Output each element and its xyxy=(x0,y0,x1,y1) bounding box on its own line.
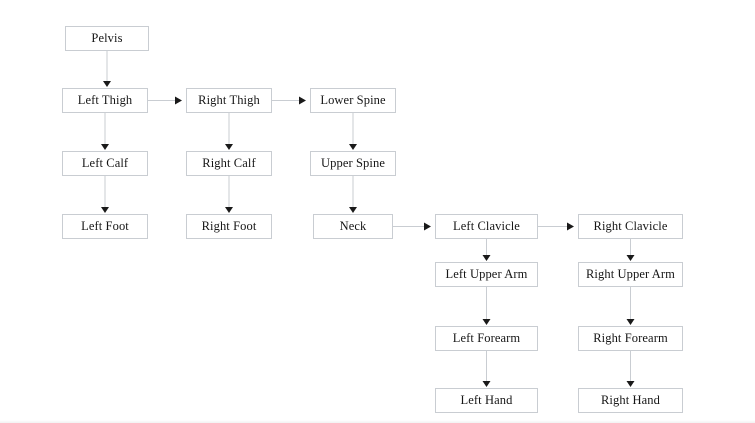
edge-left_thigh-to-left_calf-arrowhead xyxy=(101,144,109,150)
node-label: Right Clavicle xyxy=(593,219,668,234)
node-label: Right Upper Arm xyxy=(586,267,675,282)
node-right_calf[interactable]: Right Calf xyxy=(186,151,272,176)
edge-right_upper_arm-to-right_forearm-arrowhead xyxy=(626,319,635,325)
node-right_upper_arm[interactable]: Right Upper Arm xyxy=(578,262,683,287)
edge-pelvis-to-left_thigh-arrowhead xyxy=(103,81,111,87)
edge-right_clavicle-to-right_upper_arm-arrowhead xyxy=(626,255,635,261)
edge-left_clavicle-to-right_clavicle-arrowhead xyxy=(567,222,574,231)
node-right_hand[interactable]: Right Hand xyxy=(578,388,683,413)
node-label: Right Forearm xyxy=(593,331,668,346)
node-right_forearm[interactable]: Right Forearm xyxy=(578,326,683,351)
node-label: Left Forearm xyxy=(452,331,521,346)
edge-right_thigh-to-right_calf-arrowhead xyxy=(225,144,233,150)
bottom-edge-shadow xyxy=(0,420,755,423)
edge-upper_spine-to-neck-arrowhead xyxy=(349,207,357,213)
node-label: Right Hand xyxy=(601,393,660,408)
node-label: Left Clavicle xyxy=(453,219,520,234)
node-label: Right Calf xyxy=(202,156,256,171)
node-right_foot[interactable]: Right Foot xyxy=(186,214,272,239)
node-label: Left Upper Arm xyxy=(445,267,528,282)
node-left_clavicle[interactable]: Left Clavicle xyxy=(435,214,538,239)
edge-right_forearm-to-right_hand-arrowhead xyxy=(626,381,635,387)
edge-left_thigh-to-right_thigh-arrowhead xyxy=(175,96,182,105)
node-left_calf[interactable]: Left Calf xyxy=(62,151,148,176)
node-label: Right Thigh xyxy=(198,93,260,108)
node-right_clavicle[interactable]: Right Clavicle xyxy=(578,214,683,239)
node-left_hand[interactable]: Left Hand xyxy=(435,388,538,413)
node-label: Pelvis xyxy=(91,31,123,46)
edge-lower_spine-to-upper_spine-arrowhead xyxy=(349,144,357,150)
node-label: Neck xyxy=(339,219,367,234)
edge-right_calf-to-right_foot-arrowhead xyxy=(225,207,233,213)
node-pelvis[interactable]: Pelvis xyxy=(65,26,149,51)
node-lower_spine[interactable]: Lower Spine xyxy=(310,88,396,113)
node-upper_spine[interactable]: Upper Spine xyxy=(310,151,396,176)
node-left_forearm[interactable]: Left Forearm xyxy=(435,326,538,351)
edge-left_clavicle-to-left_upper_arm-arrowhead xyxy=(482,255,491,261)
node-right_thigh[interactable]: Right Thigh xyxy=(186,88,272,113)
node-left_upper_arm[interactable]: Left Upper Arm xyxy=(435,262,538,287)
edge-left_upper_arm-to-left_forearm-arrowhead xyxy=(482,319,491,325)
node-label: Right Foot xyxy=(201,219,257,234)
node-neck[interactable]: Neck xyxy=(313,214,393,239)
edge-left_calf-to-left_foot-arrowhead xyxy=(101,207,109,213)
edge-neck-to-left_clavicle-arrowhead xyxy=(424,222,431,231)
node-left_foot[interactable]: Left Foot xyxy=(62,214,148,239)
node-label: Left Hand xyxy=(460,393,513,408)
edge-left_forearm-to-left_hand-arrowhead xyxy=(482,381,491,387)
node-label: Lower Spine xyxy=(320,93,386,108)
node-label: Left Calf xyxy=(81,156,129,171)
node-label: Upper Spine xyxy=(321,156,385,171)
node-label: Left Thigh xyxy=(77,93,133,108)
node-label: Left Foot xyxy=(81,219,129,234)
edge-right_thigh-to-lower_spine-arrowhead xyxy=(299,96,306,105)
node-left_thigh[interactable]: Left Thigh xyxy=(62,88,148,113)
